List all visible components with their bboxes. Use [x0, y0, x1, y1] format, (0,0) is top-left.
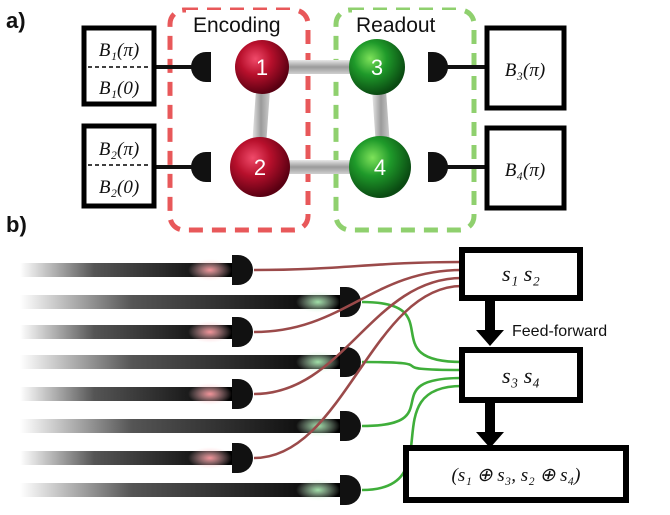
- fiber-glow-4: [296, 351, 340, 373]
- detector-b-1-icon: [232, 255, 253, 285]
- qubit-2: [230, 137, 290, 197]
- box-s3-s4-label: s₃ s₄: [502, 363, 540, 388]
- fiber-2: [20, 295, 340, 309]
- fiber-8: [20, 483, 340, 497]
- detector-b-8-icon: [340, 475, 361, 505]
- box-b2-bottom: B₂(0): [99, 177, 139, 198]
- box-b2: [81, 123, 157, 209]
- box-b1-top: B₁(π): [99, 40, 139, 61]
- readout-region: [333, 7, 477, 233]
- panel-a-label: a): [6, 8, 26, 33]
- wire-6: [361, 376, 463, 428]
- box-b1: [81, 25, 157, 107]
- readout-label: Readout: [356, 14, 436, 37]
- fiber-array: [20, 255, 361, 505]
- detector-b-7-icon: [232, 443, 253, 473]
- qubit-3: [349, 39, 405, 95]
- rod-1-3: [262, 60, 378, 74]
- wire-2: [361, 300, 463, 364]
- detector-1-icon: [191, 52, 211, 82]
- box-b2-top: B₂(π): [99, 139, 139, 160]
- qubit-4: [349, 136, 411, 198]
- rod-2-4: [262, 160, 378, 174]
- arrow-xor-head: [476, 432, 504, 448]
- rod-3-4: [372, 90, 390, 146]
- box-s1-s2: [459, 247, 583, 301]
- encoding-label: Encoding: [193, 14, 281, 37]
- qubit-1: [235, 40, 289, 94]
- qubit-1-label: 1: [256, 55, 268, 80]
- box-b3-label: B₃(π): [505, 60, 545, 81]
- fiber-6: [20, 419, 340, 433]
- wire-3: [253, 268, 463, 334]
- fiber-glow-5: [188, 383, 232, 405]
- detector-2-icon: [191, 152, 211, 182]
- detector-b-5-icon: [232, 379, 253, 409]
- fiber-glow-7: [188, 447, 232, 469]
- detector-b-3-icon: [232, 317, 253, 347]
- wire-8: [361, 384, 463, 492]
- wire-1: [253, 260, 463, 272]
- fiber-glow-3: [188, 321, 232, 343]
- wire-7: [253, 284, 463, 460]
- detector-3-icon: [428, 52, 448, 82]
- detector-b-4-icon: [340, 347, 361, 377]
- detector-b-2-icon: [340, 287, 361, 317]
- qubit-3-label: 3: [371, 55, 383, 80]
- panel-b-label: b): [6, 212, 27, 237]
- box-b1-bottom: B₁(0): [99, 78, 139, 99]
- fiber-glow-8: [296, 479, 340, 501]
- wire-4: [361, 360, 463, 372]
- detector-4-icon: [428, 152, 448, 182]
- detector-b-6-icon: [340, 411, 361, 441]
- box-xor-result: [403, 445, 629, 503]
- rod-1-2: [252, 90, 270, 146]
- fiber-4: [20, 355, 340, 369]
- fiber-1: [20, 263, 232, 277]
- wire-5: [253, 276, 463, 396]
- feedforward-label: Feed-forward: [512, 323, 607, 340]
- encoding-region: [167, 7, 311, 233]
- fiber-glow-2: [296, 291, 340, 313]
- box-b3: [484, 25, 567, 111]
- box-s1-s2-label: s₁ s₂: [502, 261, 540, 286]
- box-s3-s4: [459, 347, 583, 403]
- box-b4-label: B₄(π): [505, 160, 545, 181]
- fiber-3: [20, 325, 232, 339]
- qubit-4-label: 4: [374, 155, 386, 180]
- fiber-glow-1: [188, 259, 232, 281]
- fiber-5: [20, 387, 232, 401]
- arrow-feedforward-head: [476, 330, 504, 346]
- box-b4: [484, 125, 567, 211]
- signal-wires: [253, 260, 463, 492]
- qubit-2-label: 2: [254, 155, 266, 180]
- fiber-7: [20, 451, 232, 465]
- box-xor-result-label: (s₁ ⊕ s₃, s₂ ⊕ s₄): [452, 465, 581, 486]
